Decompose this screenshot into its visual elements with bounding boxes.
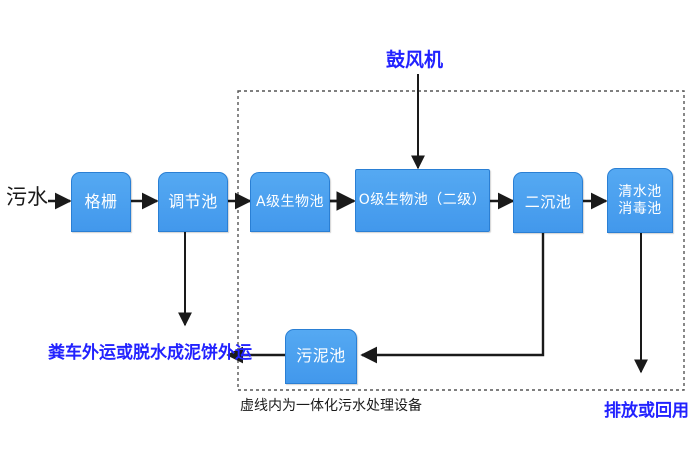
- label-discharge-or-reuse: 排放或回用: [604, 401, 689, 421]
- node-regulating-tank[interactable]: 调节池: [158, 172, 228, 232]
- label-influent: 污水: [6, 185, 48, 209]
- integrated-equipment-boundary: [237, 90, 685, 391]
- node-sludge-tank[interactable]: 污泥池: [285, 329, 357, 384]
- label-sludge-transport-out: 粪车外运或脱水成泥饼外运: [48, 343, 252, 363]
- arrow-settling-to-sludge-tank: [360, 233, 545, 364]
- node-grille[interactable]: 格栅: [71, 172, 131, 232]
- label-blower: 鼓风机: [386, 49, 444, 71]
- node-secondary-settling-tank[interactable]: 二沉池: [513, 172, 583, 233]
- node-bio-tank-o[interactable]: O级生物池（二级）: [355, 169, 490, 232]
- node-clearwater-disinfection-tank[interactable]: 清水池 消毒池: [607, 168, 673, 233]
- node-bio-tank-a[interactable]: A级生物池: [250, 172, 330, 232]
- label-dashed-box-note: 虚线内为一体化污水处理设备: [240, 398, 422, 414]
